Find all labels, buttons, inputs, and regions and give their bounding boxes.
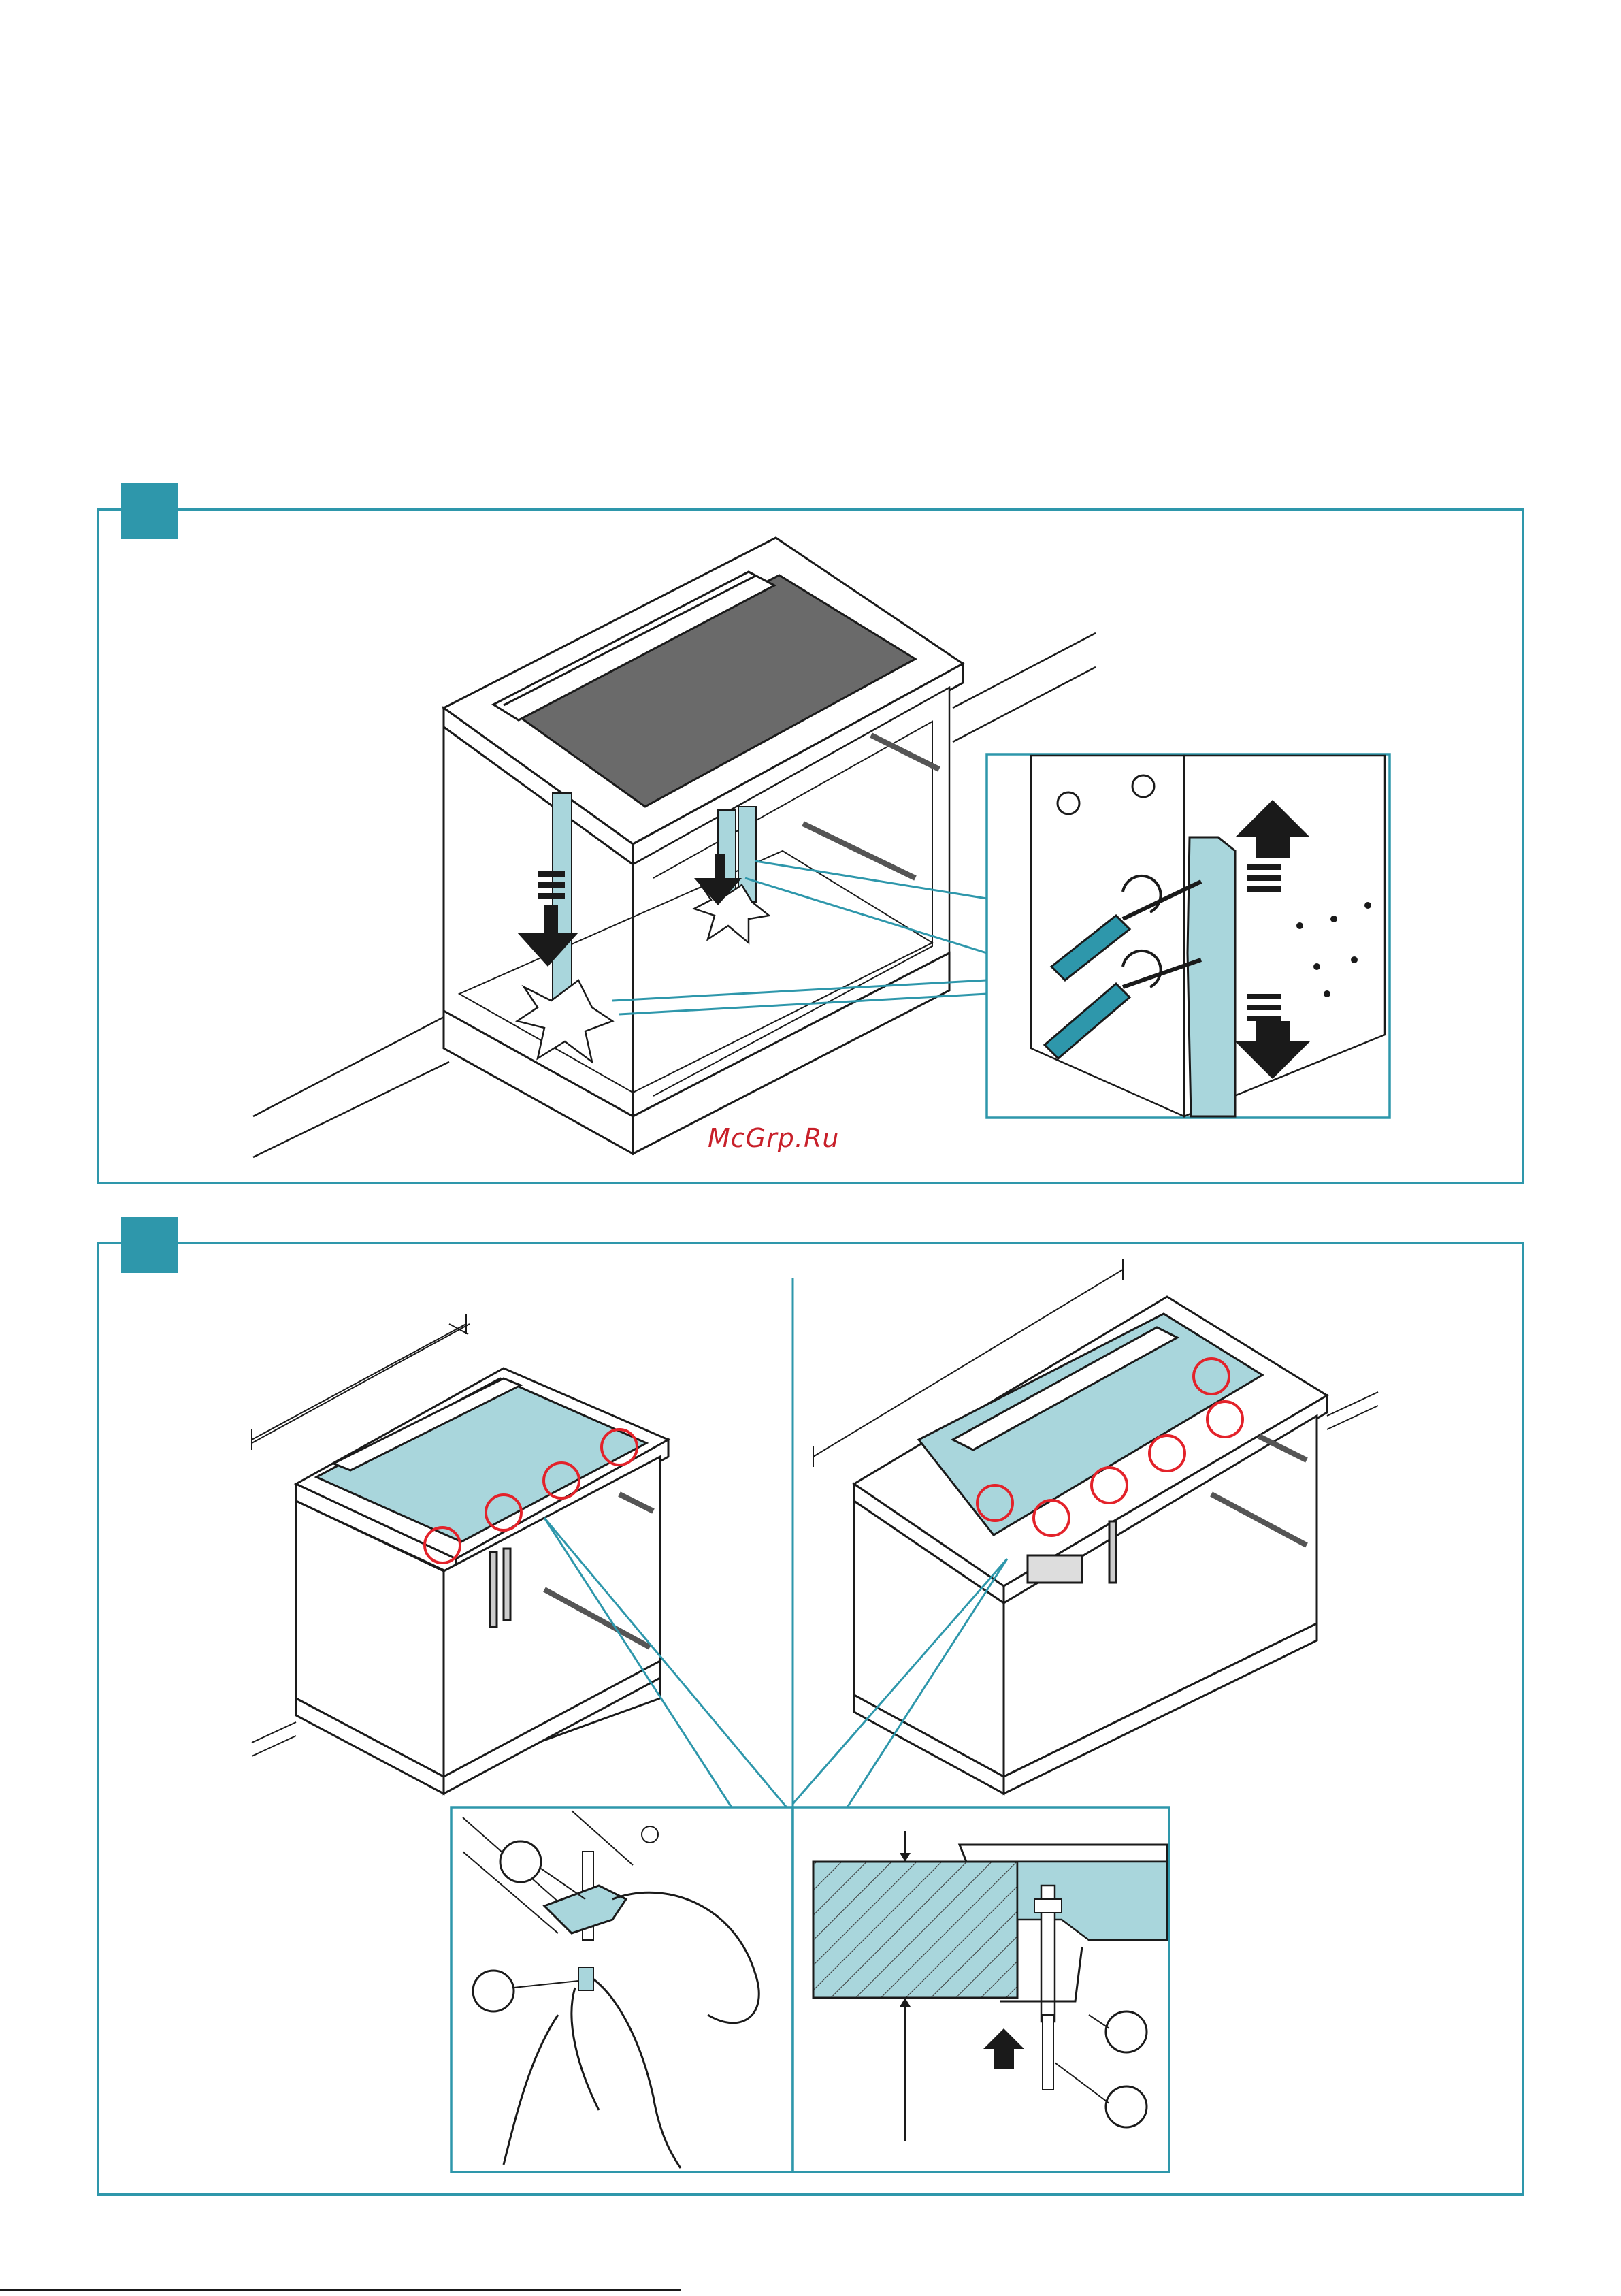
callout-number-circle [500,1841,541,1882]
detail-inset-leg-adjust [987,754,1390,1118]
detail-inset-wrench [451,1807,793,2172]
figure-2-marker [121,1217,178,1273]
cabinet-with-cooktop-right [854,1297,1378,1794]
cabinet-with-cooktop [444,538,963,1154]
callout-number-circle-3 [1106,2011,1147,2052]
cabinet-with-cooktop-left [252,1324,668,1794]
figure-1-marker [121,483,178,539]
callout-number-circle-4 [1106,2086,1147,2127]
callout-number-circle-2 [473,1971,514,2011]
watermark: McGrp.Ru [708,1123,912,1153]
detail-inset-clamp [793,1807,1169,2172]
worktop-section [813,1862,1017,1998]
